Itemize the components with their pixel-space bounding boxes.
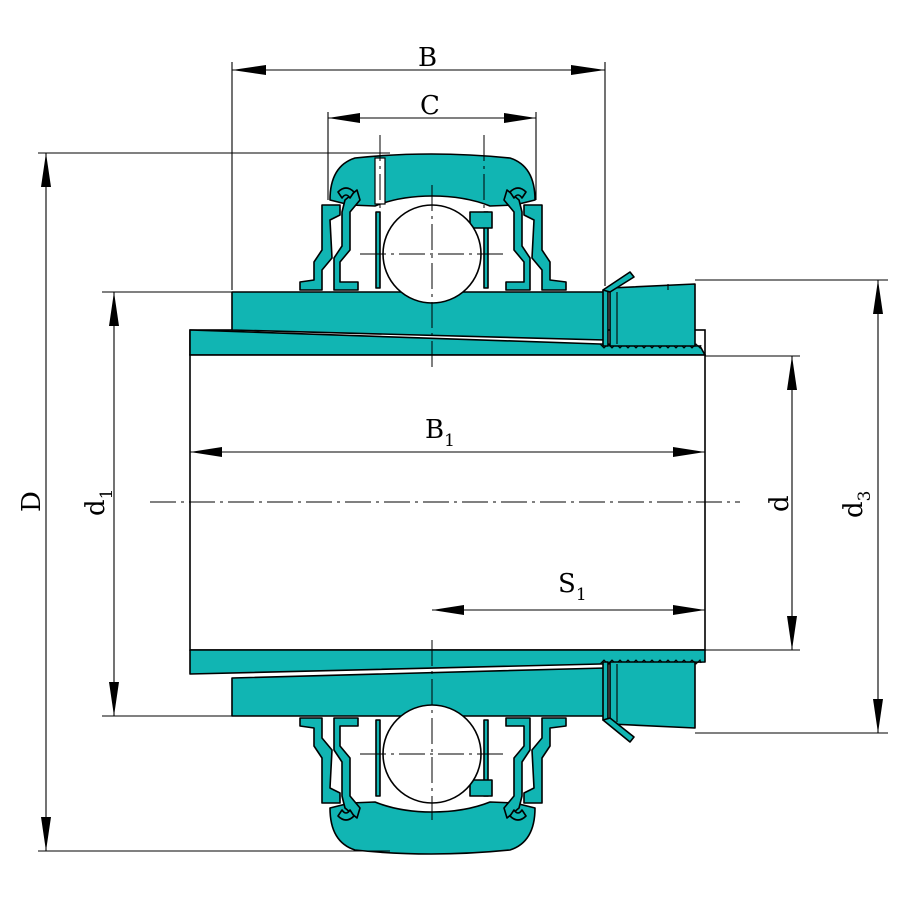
- dimension-label-B1: B1: [425, 415, 455, 451]
- seals-bottom: [299, 717, 567, 821]
- lock-nut: [609, 283, 696, 729]
- extension-lines: [38, 62, 888, 852]
- dimension-B1: B1: [190, 415, 705, 457]
- dimension-C: C: [328, 91, 536, 123]
- sleeve-taper-top: [189, 329, 706, 356]
- dimension-label-B: B: [418, 43, 437, 73]
- dimension-S1: S1: [432, 569, 705, 615]
- dimension-d3: d3: [839, 280, 883, 733]
- cage-bottom: [375, 719, 493, 797]
- dimension-label-C: C: [420, 91, 440, 121]
- dimension-label-d: d: [765, 495, 795, 512]
- seals-top: [299, 187, 567, 291]
- outer-ring-bottom: [329, 801, 536, 855]
- dimension-D: D: [17, 153, 51, 851]
- dimension-d1: d1: [81, 292, 119, 716]
- dimension-label-S1: S1: [558, 569, 587, 605]
- dimension-label-D: D: [17, 491, 47, 512]
- dimension-d: d: [765, 356, 797, 650]
- dimension-label-d3: d3: [839, 491, 875, 518]
- dimension-label-d1: d1: [81, 489, 117, 516]
- lock-washer: [602, 271, 635, 743]
- dimension-B: B: [232, 43, 605, 75]
